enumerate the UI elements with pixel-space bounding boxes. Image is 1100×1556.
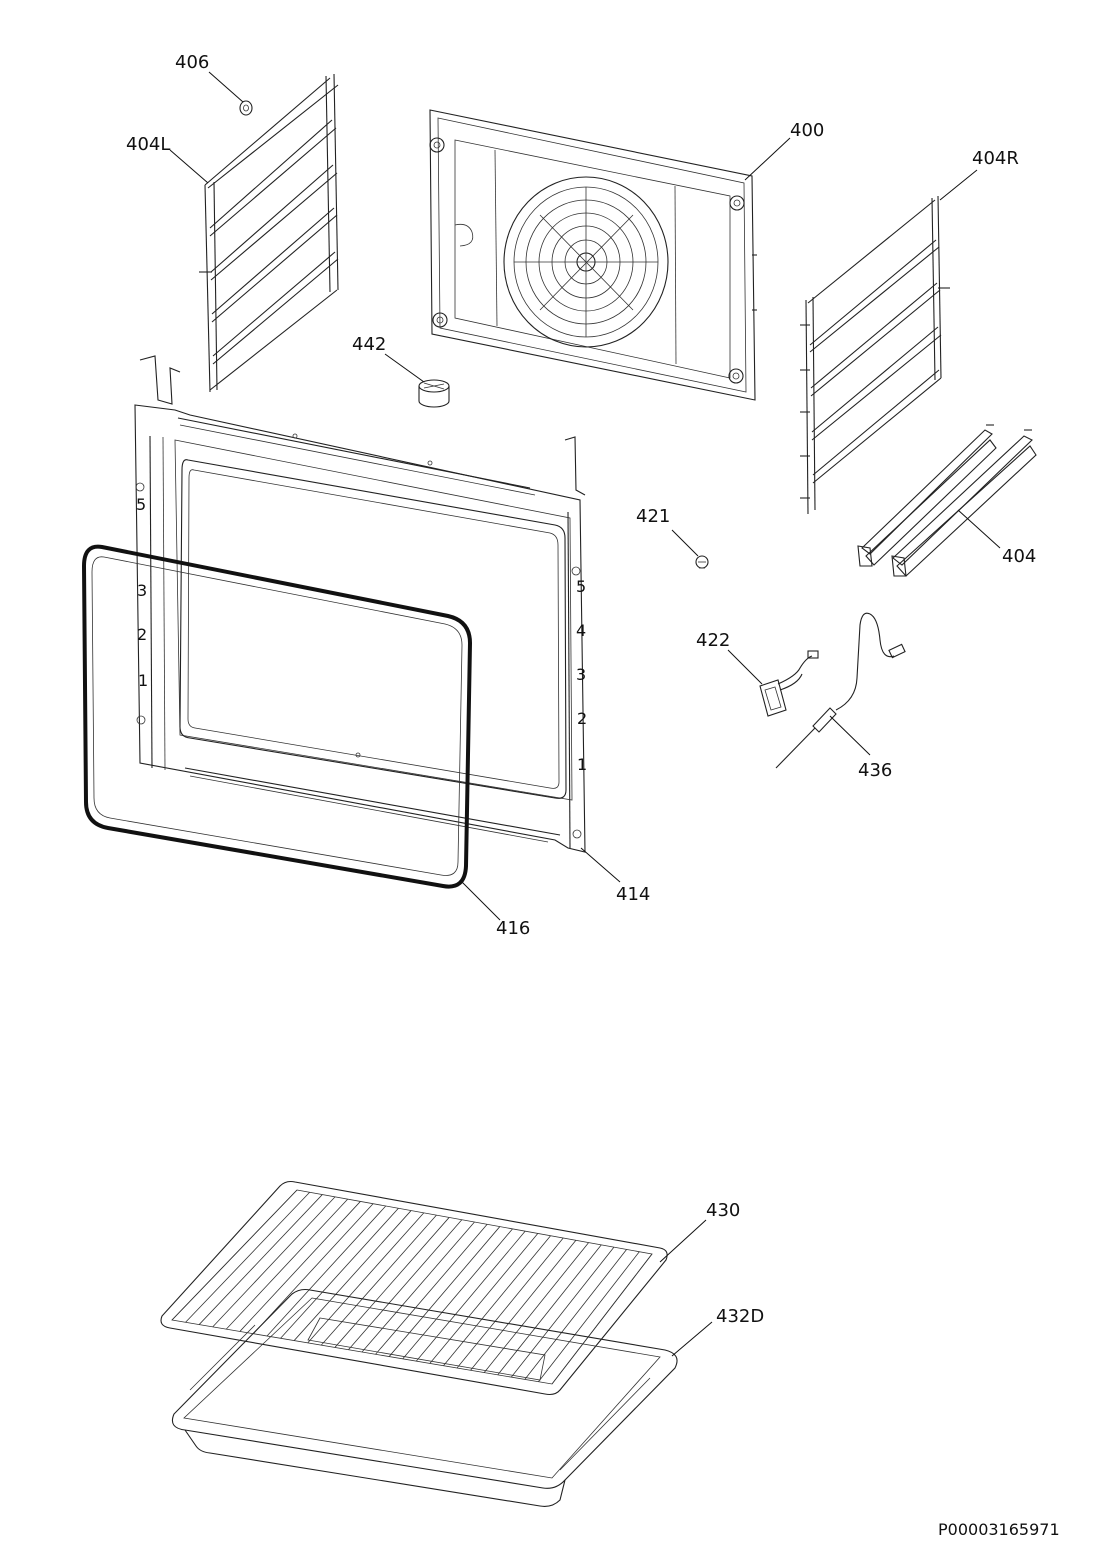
right-shelf-mark: 4	[576, 621, 586, 640]
left-shelf-level-marks: 5 3 2 1	[136, 495, 148, 690]
label-404L: 404L	[126, 134, 170, 155]
part-404L-left-shelf-support	[199, 73, 339, 393]
part-416-door-gasket	[81, 544, 473, 889]
document-number: P00003165971	[938, 1520, 1060, 1539]
shelf-bar	[483, 1242, 589, 1373]
label-442: 442	[352, 334, 386, 355]
label-400: 400	[790, 120, 824, 141]
label-404R: 404R	[972, 148, 1019, 169]
part-404R-right-shelf-support	[800, 195, 950, 515]
leader-432D	[671, 1321, 713, 1357]
shelf-bar	[443, 1235, 551, 1366]
label-422: 422	[696, 630, 730, 651]
part-432D-baking-tray	[171, 1288, 678, 1507]
right-shelf-level-marks: 5 4 3 2 1	[576, 577, 587, 774]
shelf-bar	[320, 1214, 437, 1346]
shelf-bar	[225, 1198, 349, 1330]
shelf-bar	[538, 1251, 640, 1382]
leader-404L	[169, 149, 209, 184]
shelf-bar	[361, 1221, 475, 1353]
right-shelf-mark: 2	[577, 709, 587, 728]
leader-436	[829, 715, 871, 756]
leader-421	[671, 529, 699, 557]
label-416: 416	[496, 918, 530, 939]
part-400-back-panel	[429, 109, 757, 401]
shelf-bar	[415, 1230, 526, 1362]
shelf-bar	[212, 1196, 336, 1328]
left-shelf-mark: 3	[137, 581, 147, 600]
part-422-connector	[759, 650, 819, 717]
shelf-bar	[185, 1192, 310, 1323]
label-406: 406	[175, 52, 209, 73]
shelf-bar	[524, 1249, 627, 1380]
leader-400	[744, 137, 791, 181]
shelf-bar	[470, 1240, 577, 1371]
shelf-bar	[456, 1237, 564, 1369]
right-shelf-mark: 5	[576, 577, 586, 596]
shelf-bar	[198, 1194, 323, 1325]
label-432D: 432D	[716, 1306, 764, 1327]
label-404: 404	[1002, 546, 1036, 567]
shelf-bar	[551, 1253, 653, 1385]
part-430-wire-shelf	[160, 1180, 668, 1396]
shelf-bar	[171, 1189, 298, 1321]
left-shelf-mark: 1	[138, 671, 148, 690]
shelf-bar	[497, 1244, 602, 1376]
right-shelf-mark: 1	[577, 755, 587, 774]
part-414-cavity-frame	[134, 355, 586, 853]
shelf-bar	[510, 1246, 615, 1378]
shelf-bar	[334, 1217, 450, 1348]
label-421: 421	[636, 506, 670, 527]
shelf-bar	[402, 1228, 513, 1360]
leader-442	[384, 353, 425, 383]
leader-416	[459, 879, 501, 921]
leader-414	[580, 847, 621, 883]
right-shelf-mark: 3	[576, 665, 586, 684]
shelf-bar	[266, 1205, 387, 1337]
label-436: 436	[858, 760, 892, 781]
shelf-bar	[239, 1201, 361, 1332]
shelf-bar	[388, 1226, 501, 1357]
part-404-telescopic-runners	[857, 424, 1037, 577]
shelf-bar	[253, 1203, 374, 1334]
left-shelf-mark: 5	[136, 495, 146, 514]
shelf-bar	[307, 1212, 425, 1344]
part-436-probe	[775, 612, 906, 769]
part-421-fastener	[695, 555, 709, 569]
shelf-bar	[348, 1219, 463, 1350]
leader-422	[727, 649, 763, 685]
shelf-bar	[280, 1208, 399, 1339]
part-442-filter	[418, 379, 450, 408]
label-430: 430	[706, 1200, 740, 1221]
label-414: 414	[616, 884, 650, 905]
leader-406	[208, 71, 244, 103]
shelf-bar	[375, 1224, 488, 1355]
part-406-cap	[239, 100, 253, 116]
leader-404R	[939, 169, 978, 201]
leader-430	[659, 1219, 707, 1263]
shelf-bar	[429, 1233, 539, 1364]
shelf-bars	[171, 1189, 653, 1385]
shelf-bar	[293, 1210, 412, 1341]
left-shelf-mark: 2	[137, 625, 147, 644]
leader-404	[957, 509, 1001, 549]
